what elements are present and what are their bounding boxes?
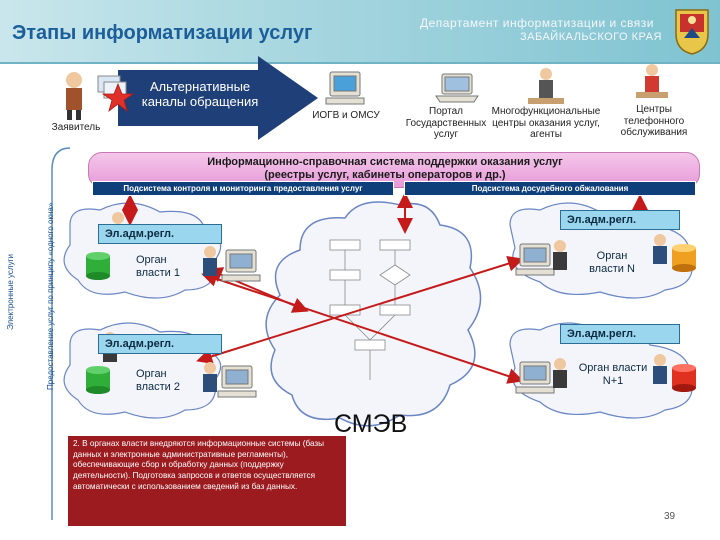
applicant-icon xyxy=(66,72,82,120)
authority-n1-label: Орган власти N+1 xyxy=(578,362,648,387)
authority-2-label: Орган власти 2 xyxy=(136,368,180,393)
call-center-icon xyxy=(636,64,668,98)
mfc-label: Многофункциональные центры оказания услу… xyxy=(491,106,601,140)
coat-of-arms-icon xyxy=(675,9,709,55)
regl-label-n1: Эл.адм.регл. xyxy=(560,324,680,344)
clerk-icon-3 xyxy=(203,246,217,276)
applicant-label: Заявитель xyxy=(51,122,101,133)
page-title: Этапы информатизации услуг xyxy=(12,22,313,44)
department-name: Департамент информатизации и связи xyxy=(420,16,654,30)
authority-cloud-1 xyxy=(63,202,222,299)
iogv-label: ИОГВ и ОМСУ xyxy=(312,110,380,121)
smev-label: СМЭВ xyxy=(334,410,408,438)
arrow-auth1-authn1 xyxy=(201,271,524,384)
left-bracket xyxy=(51,147,71,520)
call-centers-label: Центры телефонного обслуживания xyxy=(620,104,688,138)
mfc-agent-icon xyxy=(528,68,564,104)
database-icon-n1 xyxy=(672,364,696,392)
note-box: 2. В органах власти внедряются информаци… xyxy=(68,436,346,526)
regl-label-2: Эл.адм.регл. xyxy=(98,334,222,354)
e-services-vertical-label: Электронные услуги xyxy=(6,254,15,330)
authority-n-label: Орган власти N xyxy=(589,250,635,275)
clerk-icon-5 xyxy=(553,240,567,270)
title-bar xyxy=(0,0,720,64)
regl-label-1: Эл.адм.регл. xyxy=(98,224,222,244)
info-system-title: Информационно-справочная система поддерж… xyxy=(150,156,620,181)
department-region: ЗАБАЙКАЛЬСКОГО КРАЯ xyxy=(520,31,662,43)
smev-cloud xyxy=(265,201,482,427)
authority-1-label: Орган власти 1 xyxy=(136,254,180,279)
clerk-icon-7 xyxy=(653,234,667,264)
computer-icon-authn xyxy=(515,243,555,276)
info-system-subtitle: (реестры услуг, кабинеты операторов и др… xyxy=(264,168,506,181)
regl-label-n: Эл.адм.регл. xyxy=(560,210,680,230)
one-window-vertical-label: Предоставление услуг по принципу «одного… xyxy=(46,202,55,390)
alt-channels-label: Альтернативные каналы обращения xyxy=(141,79,259,109)
star-icon xyxy=(101,82,135,113)
portal-laptop-icon xyxy=(435,73,479,103)
computer-icon-auth1 xyxy=(221,249,261,282)
clerk-icon-4 xyxy=(203,362,217,392)
iogv-computer-icon xyxy=(325,71,365,105)
database-icon-1 xyxy=(86,252,110,280)
database-icon-2 xyxy=(86,366,110,394)
alt-channels-arrow xyxy=(118,56,318,140)
page-number: 39 xyxy=(664,511,676,522)
portal-label: Портал Государственных услуг xyxy=(405,106,487,140)
info-system-name: Информационно-справочная система поддерж… xyxy=(207,156,563,168)
clerk-icon-8 xyxy=(653,354,667,384)
subsystem-monitoring: Подсистема контроля и мониторинга предос… xyxy=(92,181,394,196)
clerk-icon-6 xyxy=(553,358,567,388)
database-icon-n xyxy=(672,244,696,272)
subsystem-appeals: Подсистема досудебного обжалования xyxy=(404,181,696,196)
computer-icon-auth2 xyxy=(217,365,257,398)
computer-icon-authn1 xyxy=(515,361,555,394)
